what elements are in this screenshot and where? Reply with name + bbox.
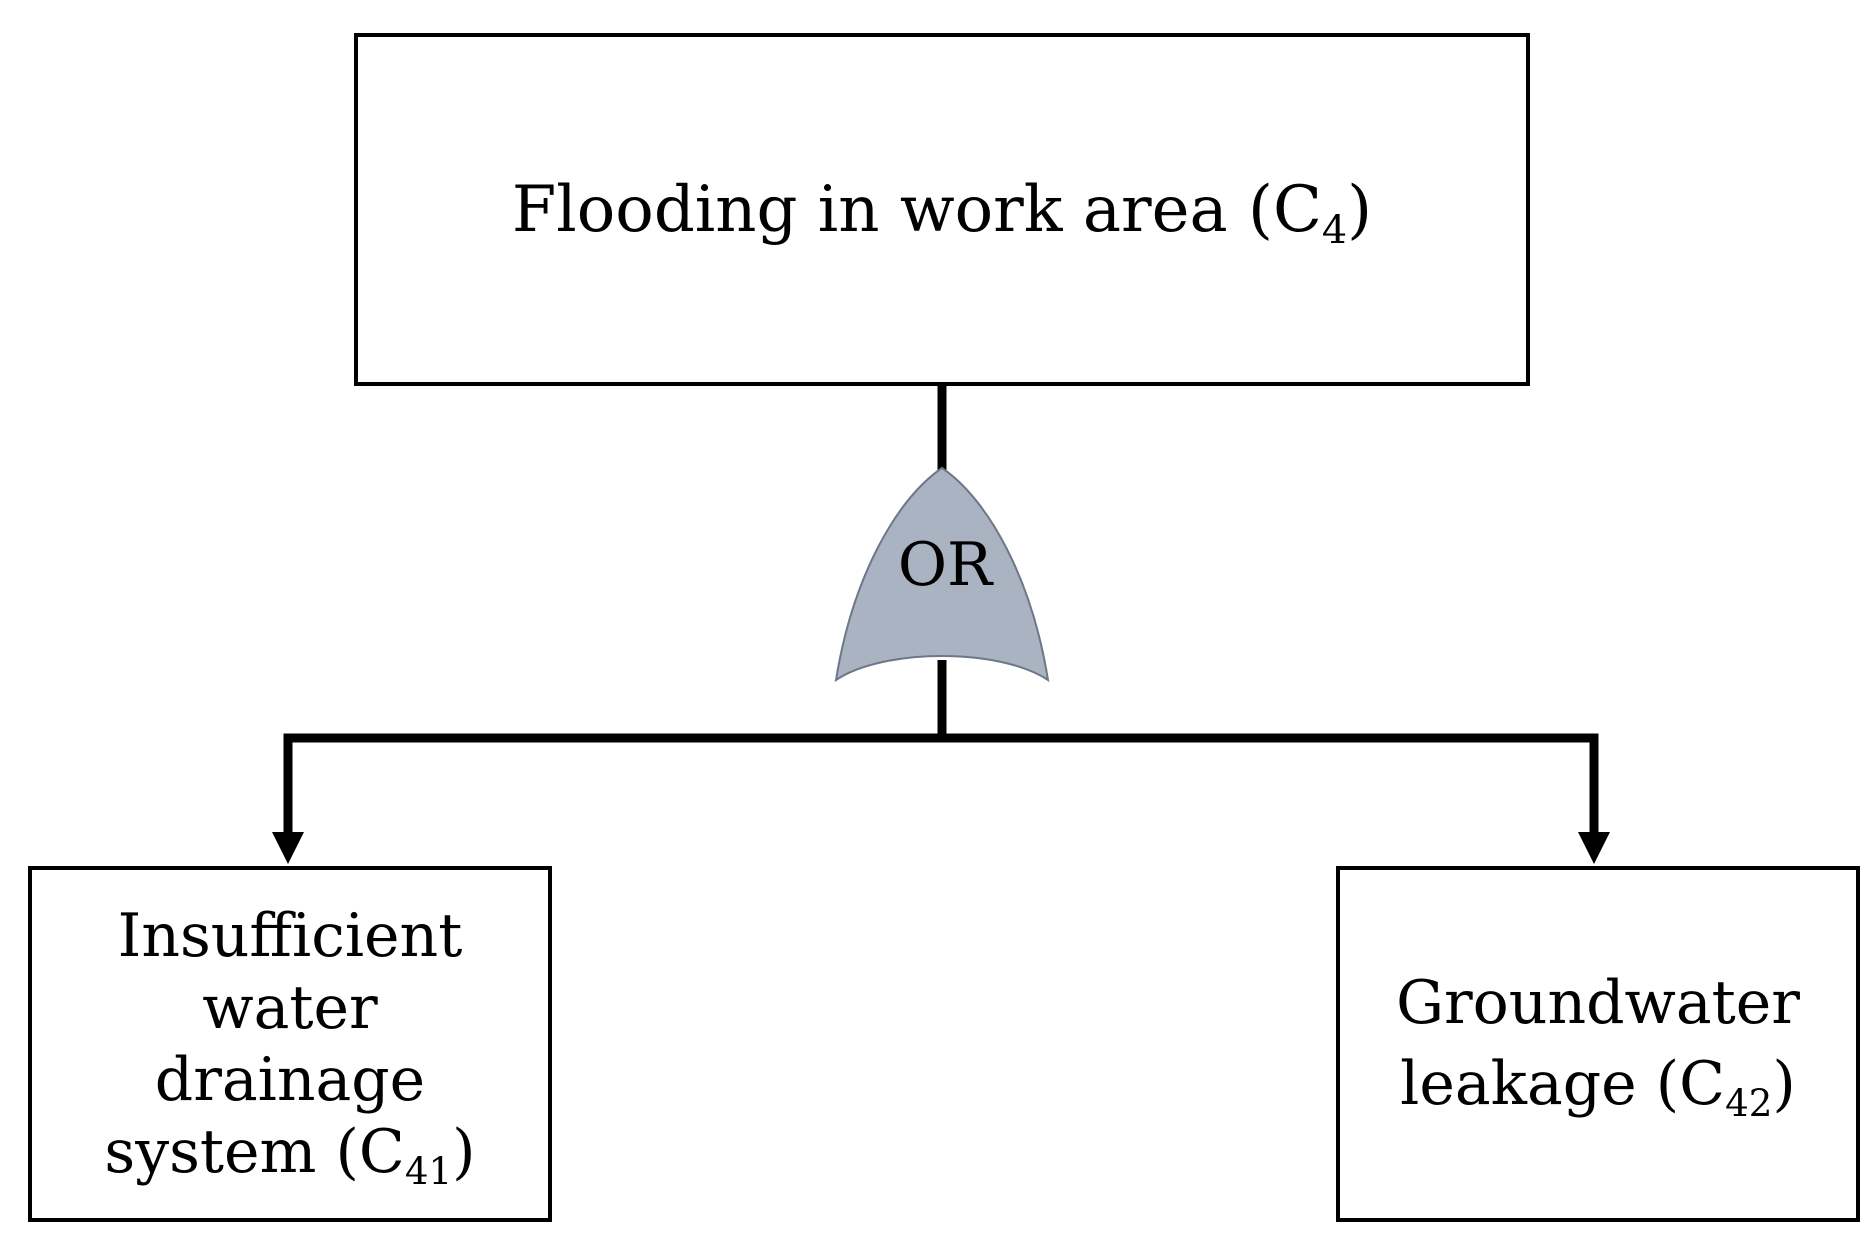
child-event-subscript: 42 <box>1725 1080 1773 1125</box>
child-event-line: leakage (C <box>1400 1049 1726 1119</box>
top-event-box: Flooding in work area (C4) <box>354 33 1530 386</box>
child-event-line: water <box>202 973 378 1043</box>
child-event-suffix: ) <box>1772 1049 1796 1119</box>
child-event-text: Groundwater leakage (C42) <box>1396 963 1800 1125</box>
top-event-subscript: 4 <box>1321 207 1348 254</box>
top-event-text: Flooding in work area (C4) <box>511 172 1373 251</box>
child-event-box-insufficient-drainage: Insufficient water drainage system (C41) <box>28 866 552 1222</box>
child-event-line: system (C <box>104 1117 405 1187</box>
or-gate-label: OR <box>897 530 993 600</box>
child-event-suffix: ) <box>452 1117 476 1187</box>
child-event-box-groundwater-leakage: Groundwater leakage (C42) <box>1336 866 1860 1222</box>
child-event-line: drainage <box>154 1045 426 1115</box>
child-event-line-last: leakage (C42) <box>1396 1044 1800 1125</box>
child-event-line-last: system (C41) <box>104 1116 476 1189</box>
branch-line <box>283 733 1599 836</box>
or-gate-shape <box>834 466 1050 683</box>
left-arrowhead <box>272 832 304 864</box>
child-event-line: Insufficient <box>117 901 463 971</box>
top-event-suffix: ) <box>1347 172 1373 247</box>
child-event-line: Groundwater <box>1396 968 1800 1038</box>
top-event-label: Flooding in work area (C <box>511 172 1322 247</box>
right-arrowhead <box>1578 832 1610 864</box>
child-event-subscript: 41 <box>404 1148 453 1193</box>
child-event-text: Insufficient water drainage system (C41) <box>104 900 476 1189</box>
